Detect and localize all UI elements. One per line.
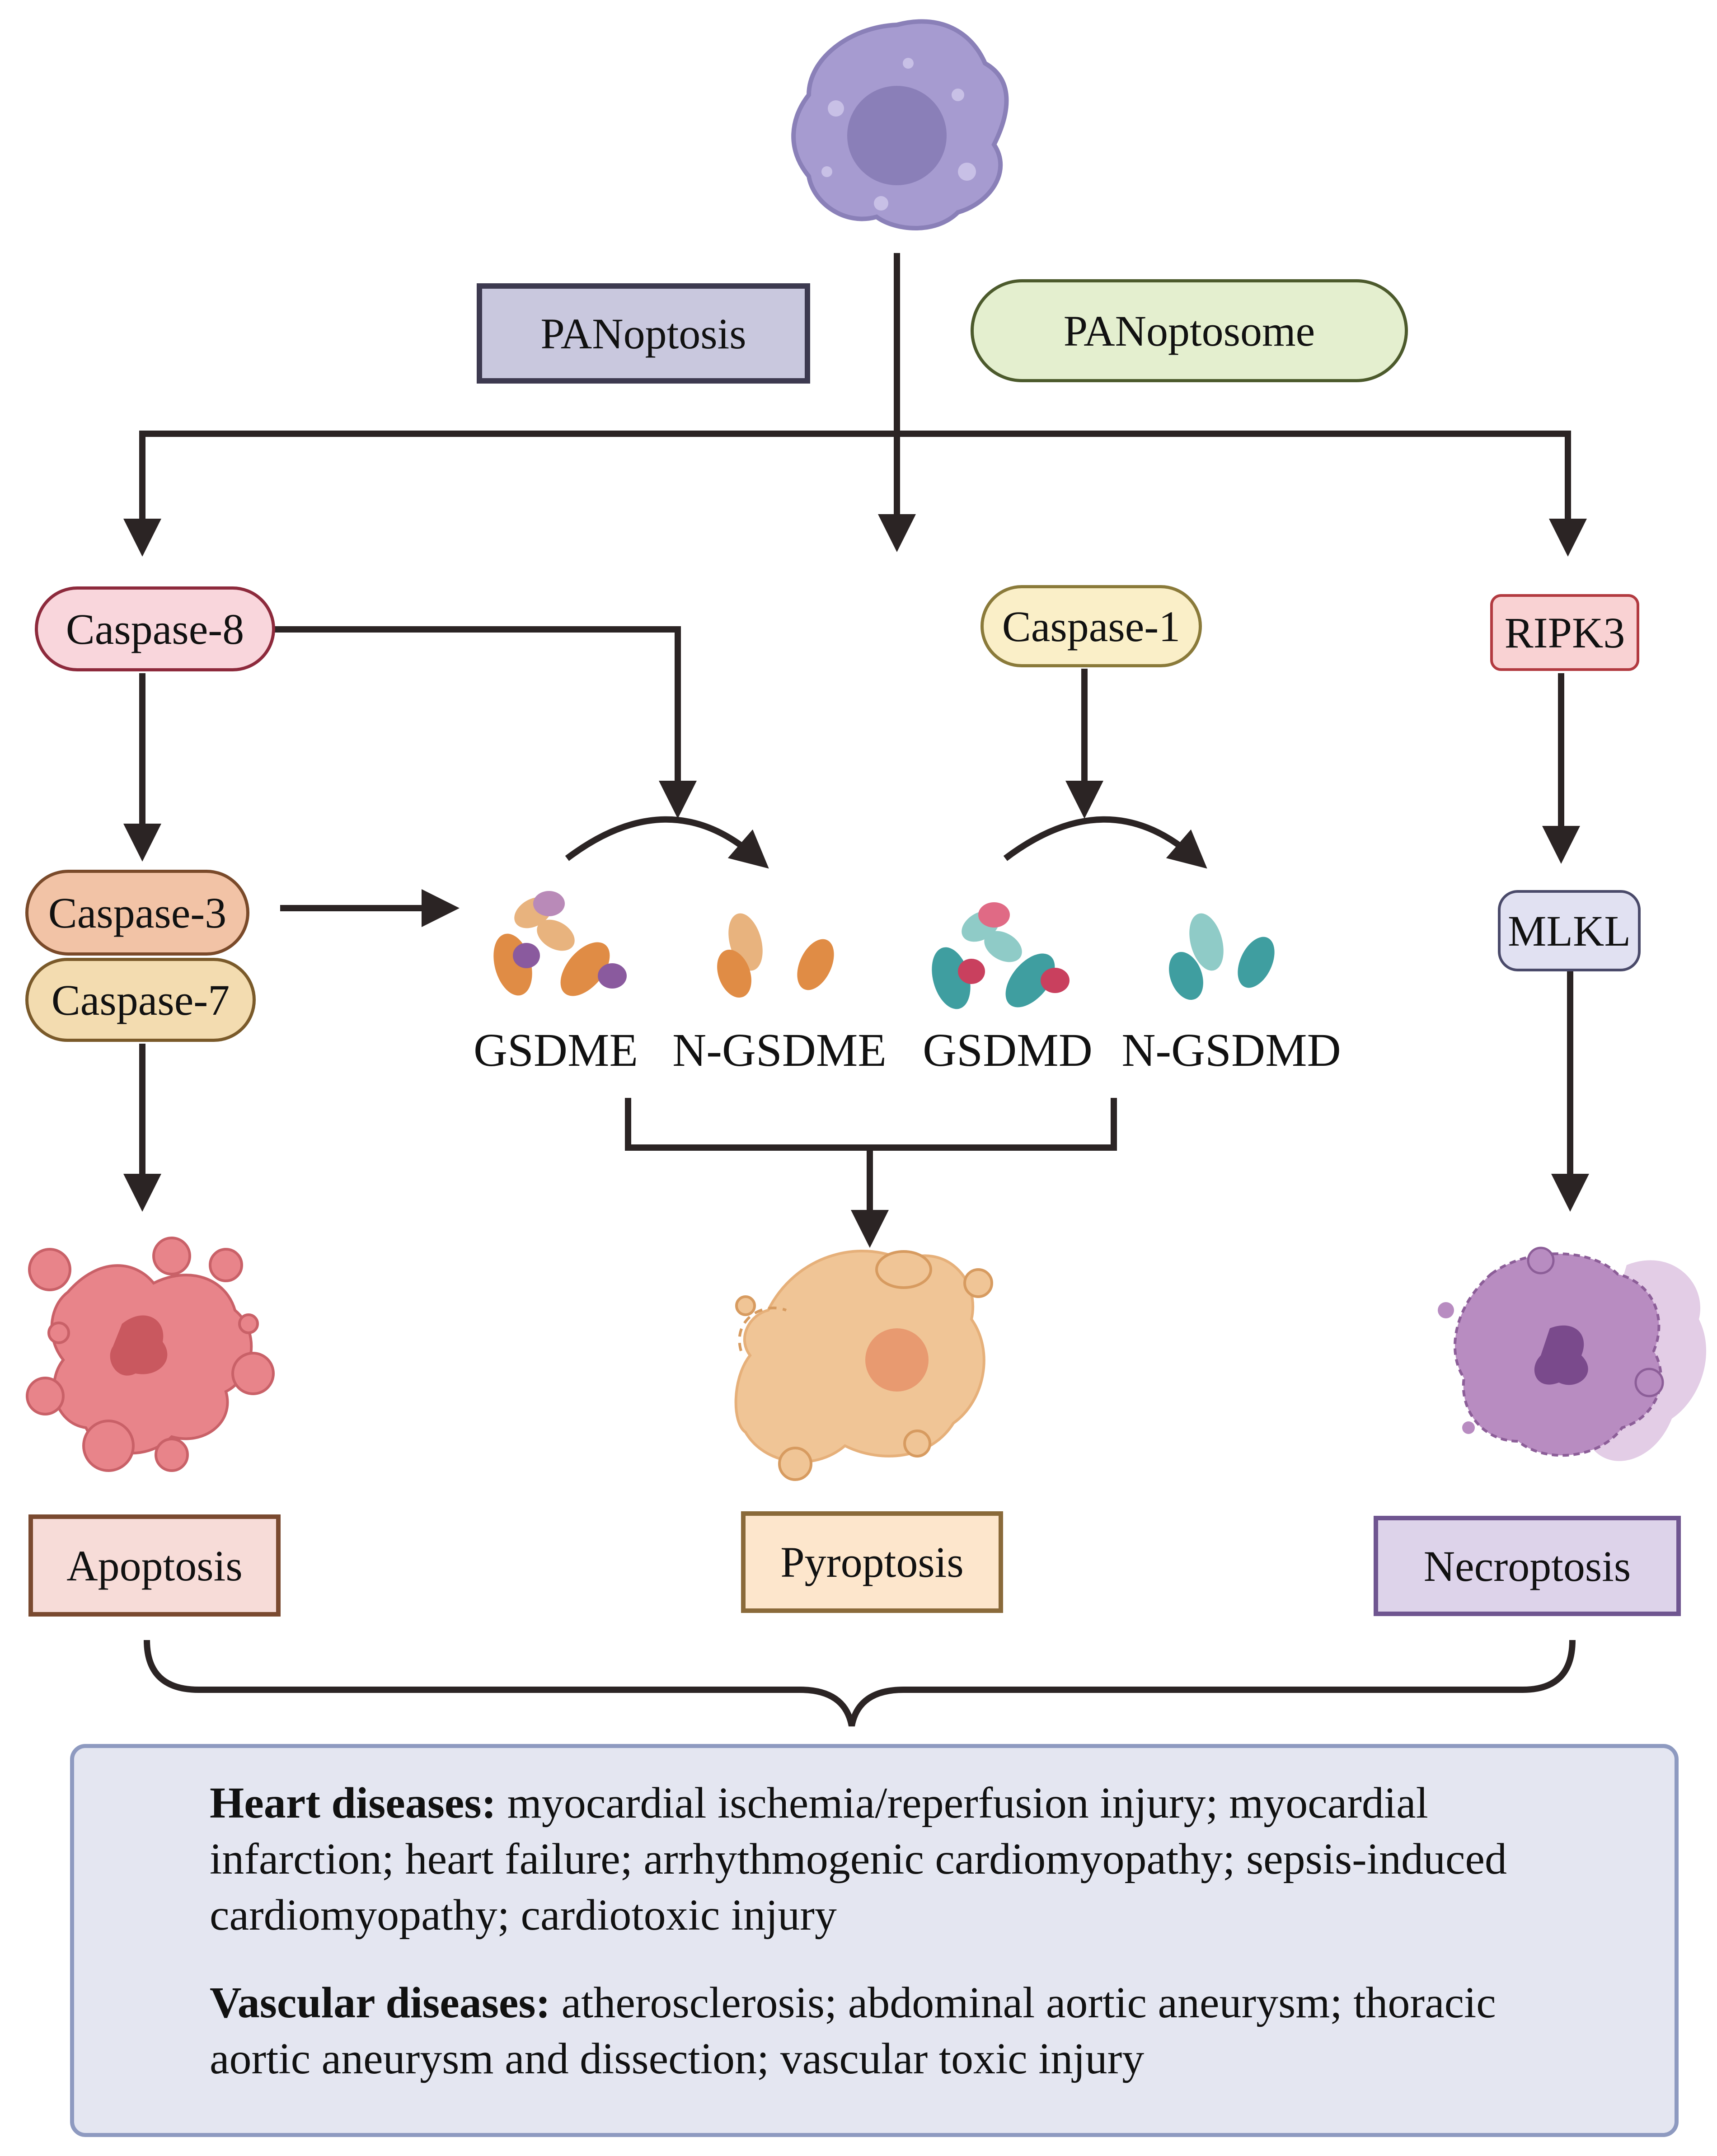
gsdme-label: GSDME [473,1024,638,1076]
apoptosis-box: Apoptosis [28,1514,281,1617]
vascular-diseases-title: Vascular diseases: [210,1978,551,2027]
caspase-7-label: Caspase-7 [51,975,230,1024]
diseases-panel: Heart diseases: myocardial ischemia/repe… [70,1744,1679,2137]
necroptosis-box: Necroptosis [1374,1516,1681,1616]
vascular-diseases-text: atherosclerosis; abdominal aortic aneury… [210,1978,1496,2083]
caspase-3-node: Caspase-3 [25,870,249,956]
caspase-7-node: Caspase-7 [25,958,256,1042]
n-gsdmd-protein-icon [1169,913,1275,1000]
necroptotic-cell-icon [1438,1247,1707,1461]
heart-diseases-title: Heart diseases: [210,1779,497,1828]
pyroptosis-label: Pyroptosis [780,1538,964,1586]
caspase-1-node: Caspase-1 [980,585,1202,667]
caspase-1-label: Caspase-1 [1002,602,1181,651]
gsdme-protein-icon [493,891,627,996]
n-gsdme-label: N-GSDME [672,1024,887,1076]
heart-diseases-text: myocardial ischemia/reperfusion injury; … [210,1779,1507,1940]
gsdmd-label: GSDMD [923,1024,1093,1076]
apoptosis-label: Apoptosis [66,1541,243,1590]
n-gsdmd-label: N-GSDMD [1121,1024,1341,1076]
mlkl-node: MLKL [1498,890,1641,971]
gsdmd-protein-icon [932,902,1070,1009]
pyroptosis-box: Pyroptosis [741,1511,1003,1613]
vascular-diseases-paragraph: Vascular diseases: atherosclerosis; abdo… [210,1975,1566,2087]
pyroptotic-cell-icon [734,1250,993,1481]
necroptosis-label: Necroptosis [1423,1542,1631,1590]
caspase-8-label: Caspase-8 [66,605,244,653]
ripk3-label: RIPK3 [1504,608,1625,657]
panoptosis-label: PANoptosis [540,309,746,358]
mlkl-label: MLKL [1508,906,1631,955]
ripk3-node: RIPK3 [1490,594,1639,671]
heart-diseases-paragraph: Heart diseases: myocardial ischemia/repe… [210,1775,1566,1943]
caspase-3-label: Caspase-3 [48,888,227,937]
panoptosis-box: PANoptosis [477,283,810,384]
panoptosome-label: PANoptosome [1063,306,1315,355]
panoptosome-pill: PANoptosome [971,279,1408,382]
top-cell-icon [791,19,1009,230]
caspase-8-node: Caspase-8 [35,586,275,671]
apoptotic-cell-icon [26,1237,275,1472]
n-gsdme-protein-icon [717,913,834,998]
